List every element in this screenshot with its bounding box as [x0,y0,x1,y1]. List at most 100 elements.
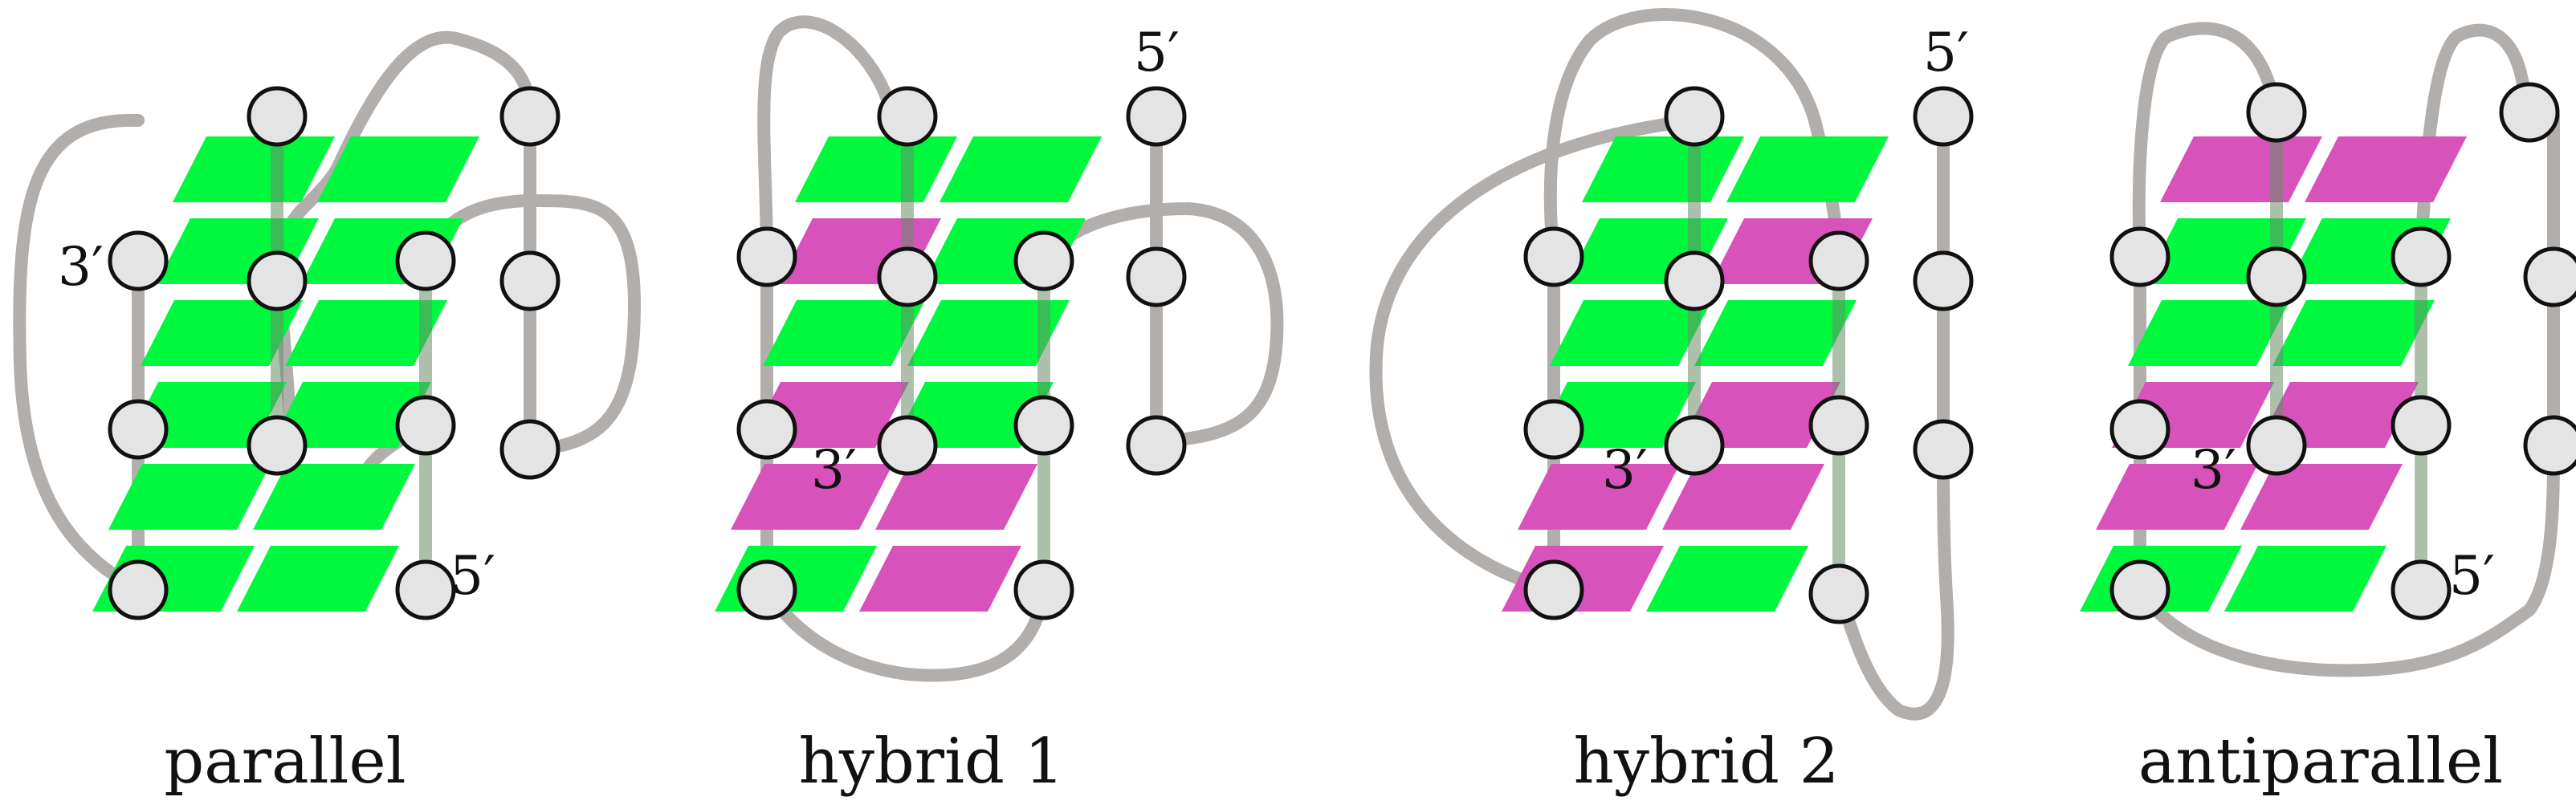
loop-strand [2132,22,2283,263]
guanine-node [1523,559,1584,620]
loop-strand [1037,202,1284,448]
loop-strand [2134,443,2560,677]
syn-guanine-plate [1662,464,1824,530]
guanine-node [1808,563,1869,624]
panel-antiparallel: 3′ 5′ antiparallel [2080,22,2576,798]
three-prime-label: 3′ [58,236,104,298]
panel-hybrid-1: 3′ 5′ hybrid 1 [715,15,1284,798]
guanine-node [2109,226,2170,287]
anti-guanine-plate [2272,300,2435,366]
loop-strand [271,30,536,283]
anti-guanine-plate [1582,136,1744,202]
anti-guanine-plate [940,136,1102,202]
panel-caption: hybrid 1 [799,726,1065,798]
panel-parallel: 3′ 5′ parallel [13,30,641,798]
guanine-node [2109,559,2170,620]
syn-guanine-plate [2305,136,2467,202]
syn-guanine-plate [875,464,1037,530]
guanine-node [2246,82,2307,143]
guanine-node [395,395,456,456]
guanine-node [1013,395,1074,456]
loop-strand [419,194,641,452]
guanine-node [499,419,560,480]
loop-strand [1832,443,1954,721]
guanine-node [1664,86,1725,147]
syn-guanine-plate [859,546,1021,612]
guanine-node [2391,226,2452,287]
guanine-node [2391,395,2452,456]
guanine-node [1126,415,1187,476]
guanine-node [1913,86,1974,147]
guanine-node [247,86,308,147]
guanine-node [108,230,169,291]
syn-guanine-plate [1518,464,1680,530]
anti-guanine-plate [2128,300,2290,366]
guanine-node [395,230,456,291]
guanine-node [1664,415,1725,476]
guanine-node [1808,230,1869,291]
guanine-node [247,415,308,476]
syn-guanine-plate [2160,136,2322,202]
guanine-node [877,86,938,147]
guanine-node [1913,419,1974,480]
guanine-node [1013,559,1074,620]
five-prime-label: 5′ [1134,22,1180,83]
guanine-node [499,250,560,311]
guanine-node [499,86,560,147]
syn-guanine-plate [2240,464,2403,530]
guanine-node [736,226,797,287]
anti-guanine-plate [795,136,957,202]
guanine-node [1126,246,1187,307]
anti-guanine-plate [317,136,479,202]
anti-guanine-plate [2224,546,2386,612]
guanine-node [1664,250,1725,311]
anti-guanine-plate [1550,300,1712,366]
anti-guanine-plate [763,300,925,366]
guanine-node [108,399,169,460]
guanine-node [2109,399,2170,460]
panel-caption: hybrid 2 [1574,726,1840,798]
panel-caption: parallel [164,726,406,798]
three-prime-label: 3′ [811,439,857,501]
loop-strand [1369,114,1701,596]
anti-guanine-plate [253,464,415,530]
loop-strand [760,583,1050,682]
syn-guanine-plate [731,464,893,530]
anti-guanine-plate [237,546,399,612]
guanine-node [2246,415,2307,476]
panel-caption: antiparallel [2138,726,2503,798]
five-prime-label: 5′ [2449,545,2495,607]
guanine-node [108,559,169,620]
guanine-node [2523,415,2576,476]
guanine-node [1913,250,1974,311]
guanine-node [395,559,456,620]
guanine-node [2246,246,2307,307]
guanine-node [1126,86,1187,147]
guanine-node [1013,230,1074,291]
anti-guanine-plate [285,300,447,366]
guanine-node [2523,246,2576,307]
anti-guanine-plate [1646,546,1808,612]
loop-strand [757,15,898,263]
anti-guanine-plate [269,382,431,448]
anti-guanine-plate [141,300,303,366]
guanine-node [247,250,308,311]
guanine-node [877,415,938,476]
five-prime-label: 5′ [1923,22,1969,83]
guanine-node [1523,226,1584,287]
guanine-node [877,246,938,307]
anti-guanine-plate [108,464,271,530]
guanine-node [2391,559,2452,620]
guanine-node [1808,395,1869,456]
three-prime-label: 3′ [1602,439,1648,501]
anti-guanine-plate [1726,136,1889,202]
anti-guanine-plate [1694,300,1857,366]
panel-hybrid-2: 3′ 5′ hybrid 2 [1369,8,1974,798]
loop-strand [13,113,145,596]
guanine-node [2499,82,2560,143]
anti-guanine-plate [907,300,1070,366]
guanine-node [1523,399,1584,460]
three-prime-label: 3′ [2191,439,2236,501]
five-prime-label: 5′ [450,545,495,607]
